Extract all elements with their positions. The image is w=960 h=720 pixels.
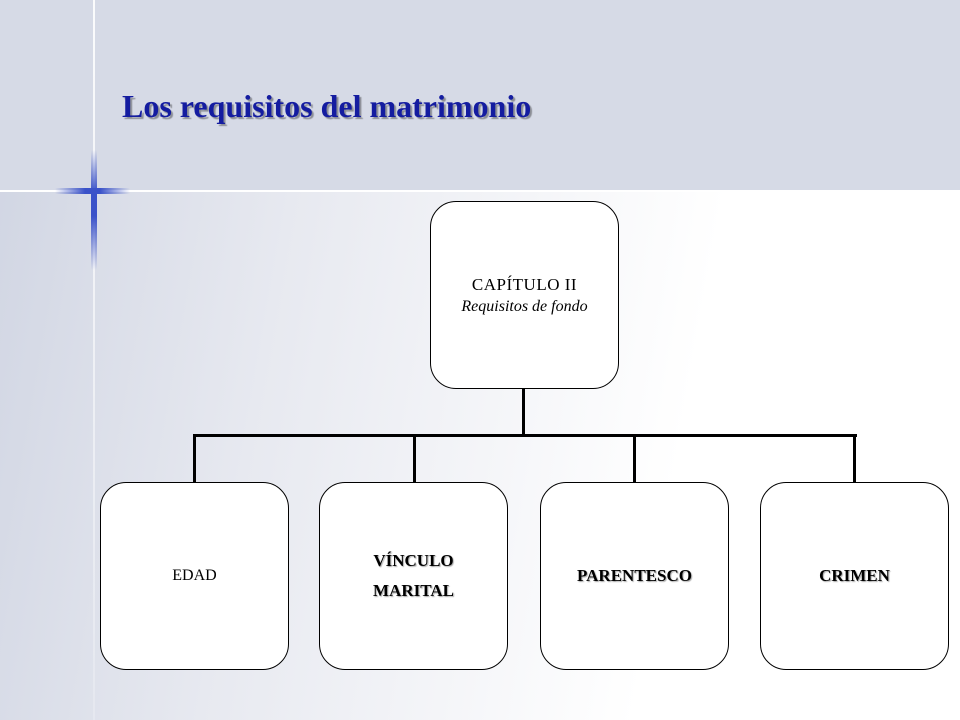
- child-node-label: EDAD: [172, 567, 217, 584]
- decorative-vertical-line: [93, 0, 95, 720]
- root-node-title: CAPÍTULO II: [471, 274, 578, 294]
- root-node-subtitle: Requisitos de fondo: [461, 297, 588, 315]
- child-node-label: PARENTESCO: [577, 566, 692, 585]
- connector-drop-1: [193, 434, 196, 484]
- child-node-edad: EDAD: [100, 482, 289, 670]
- decorative-cross-vertical: [91, 150, 97, 270]
- child-node-label: VÍNCULO: [373, 551, 454, 570]
- connector-root-stem: [522, 388, 525, 436]
- child-node-label-line2: MARITAL: [373, 581, 454, 600]
- child-node-parentesco: PARENTESCO: [540, 482, 729, 670]
- child-node-crimen: CRIMEN: [760, 482, 949, 670]
- connector-drop-3: [633, 434, 636, 484]
- header-band: [0, 0, 960, 190]
- root-node: CAPÍTULO II Requisitos de fondo: [430, 201, 619, 389]
- slide-title: Los requisitos del matrimonio: [122, 88, 532, 124]
- connector-horizontal-bar: [193, 434, 857, 437]
- connector-drop-2: [413, 434, 416, 484]
- child-node-label: CRIMEN: [819, 566, 890, 585]
- header-divider: [0, 190, 960, 192]
- child-node-vinculo-marital: VÍNCULO MARITAL: [319, 482, 508, 670]
- connector-drop-4: [853, 434, 856, 484]
